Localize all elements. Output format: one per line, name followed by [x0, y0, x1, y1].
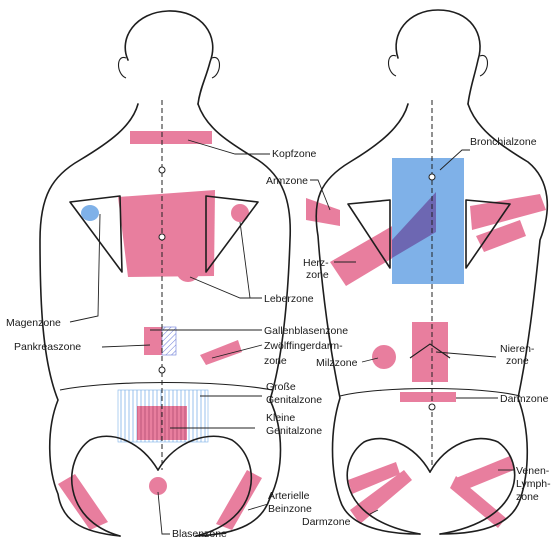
kopfzone-area: [130, 131, 212, 144]
pankreaszone-area: [144, 327, 162, 355]
right-shoulder-spot: [231, 204, 249, 222]
milzzone-area: [372, 345, 396, 369]
left-buttock-r: [158, 436, 251, 536]
armzone-left-area: [306, 198, 340, 226]
label-herzzone-1: Herz-: [303, 257, 329, 269]
left-spine-mark-1: [159, 167, 165, 173]
label-pankreaszone: Pankreaszone: [14, 341, 81, 353]
right-figure-ear-l: [389, 55, 397, 76]
nierenzone-area: [412, 322, 448, 382]
left-figure-head-outline: [125, 11, 213, 104]
label-venen-3: zone: [516, 491, 539, 503]
right-spine-mark-2: [429, 404, 435, 410]
left-spine-mark-3: [159, 367, 165, 373]
label-leberzone: Leberzone: [264, 293, 314, 305]
magenzone-left-spot: [81, 205, 99, 221]
label-nierenzone-1: Nieren-: [500, 343, 535, 355]
label-blasenzone: Blasenzone: [172, 528, 227, 538]
darmzone-area: [400, 392, 456, 402]
zwoelffingerdarm-area: [200, 340, 242, 365]
label-grosse-genital-2: Genitalzone: [266, 394, 322, 406]
right-figure: [306, 10, 547, 534]
label-nierenzone-2: zone: [506, 355, 529, 367]
left-figure: [40, 11, 290, 536]
venen-lymph-area: [450, 456, 514, 528]
arterielle-left-leg-zone: [58, 474, 108, 530]
label-gallenblasenzone: Gallenblasenzone: [264, 325, 348, 337]
label-zwoelffinger-2: zone: [264, 355, 287, 367]
label-kopfzone: Kopfzone: [272, 148, 317, 160]
left-spine-mark-2: [159, 234, 165, 240]
label-darmzone-bottom: Darmzone: [302, 516, 351, 528]
label-kleine-genital-1: Kleine: [266, 412, 295, 424]
label-venen-2: Lymph-: [516, 478, 551, 490]
label-bronchialzone: Bronchialzone: [470, 136, 537, 148]
label-venen-1: Venen-: [516, 465, 550, 477]
right-figure-head-outline: [396, 10, 480, 104]
label-arterielle-1: Arterielle: [268, 490, 310, 502]
right-figure-ear-r: [480, 55, 488, 76]
label-darmzone-right: Darmzone: [500, 393, 549, 405]
label-grosse-genital-1: Große: [266, 381, 296, 393]
label-herzzone-2: zone: [306, 269, 329, 281]
label-magenzone: Magenzone: [6, 317, 61, 329]
label-arterielle-2: Beinzone: [268, 503, 312, 515]
right-spine-mark-1: [429, 174, 435, 180]
gallenblasenzone-area: [162, 327, 176, 355]
left-figure-ear-r: [212, 57, 220, 78]
label-kleine-genital-2: Genitalzone: [266, 425, 322, 437]
left-pelvis-line: [60, 383, 272, 391]
darmzone-buttock-area: [348, 462, 412, 524]
label-milzzone: Milzzone: [316, 357, 358, 369]
label-zwoelffinger-1: Zwölffingerdarm-: [264, 340, 343, 352]
upper-back-zone-area: [118, 190, 215, 277]
leberzone-area: [176, 258, 200, 282]
left-figure-ear-l: [119, 57, 127, 78]
arterielle-right-leg-zone: [216, 470, 262, 530]
label-armzone: Armzone: [266, 175, 308, 187]
